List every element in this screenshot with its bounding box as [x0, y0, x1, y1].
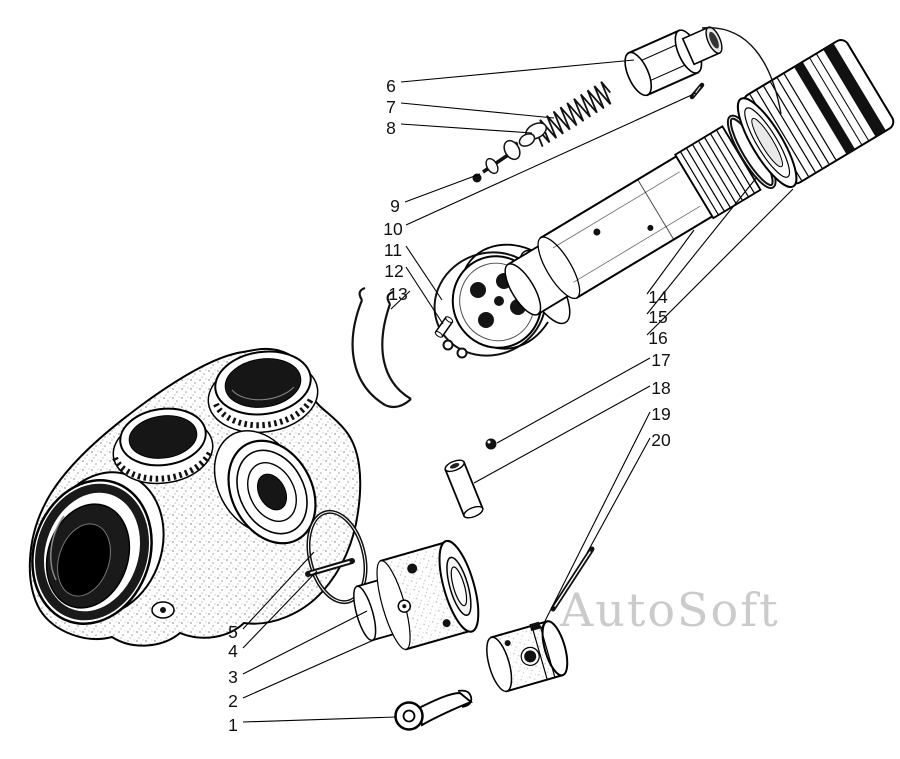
callout-15: 15 [648, 307, 667, 327]
callout-19: 19 [651, 404, 670, 424]
callout-7: 7 [386, 97, 396, 117]
callout-18: 18 [651, 378, 670, 398]
callout-9: 9 [390, 196, 400, 216]
callout-10: 10 [383, 219, 403, 239]
callout-20: 20 [651, 430, 671, 450]
callout-4: 4 [228, 641, 238, 661]
callout-2: 2 [228, 691, 238, 711]
callout-16: 16 [648, 328, 667, 348]
valve-stem [472, 139, 521, 183]
spring-washers [518, 122, 548, 147]
callout-14: 14 [648, 287, 668, 307]
leader-lines [242, 59, 794, 723]
guide-curve [701, 27, 782, 115]
port-upper-left [112, 407, 214, 485]
pin [305, 558, 355, 577]
port-top [207, 350, 319, 434]
rod [550, 546, 595, 612]
ball [485, 438, 497, 450]
callout-3: 3 [228, 667, 238, 687]
small-tube [444, 459, 484, 519]
end-cap [736, 39, 895, 188]
callout-8: 8 [386, 118, 396, 138]
callout-11: 11 [384, 240, 402, 260]
small-pin [434, 316, 454, 338]
port-right [213, 430, 317, 545]
o-ring [306, 509, 368, 605]
adapter-cylinder [353, 539, 480, 651]
callouts: 1 2 3 4 5 6 7 8 9 10 11 12 13 14 15 16 1… [228, 76, 671, 735]
key-lever [394, 689, 473, 731]
main-cylinder-assembly [504, 39, 895, 316]
coil-spring [532, 81, 612, 147]
hex-plug [624, 26, 723, 97]
tiny-pin [689, 82, 705, 100]
callout-6: 6 [386, 76, 396, 96]
slotted-cylinder [486, 620, 569, 693]
housing-casting [28, 347, 362, 647]
spring-clip [351, 286, 412, 409]
callout-5: 5 [228, 622, 238, 642]
watermark: AutoSoft [559, 583, 780, 637]
callout-1: 1 [228, 715, 238, 735]
callout-13: 13 [388, 284, 407, 304]
small-boss-hole [160, 607, 166, 613]
callout-17: 17 [651, 350, 670, 370]
port-left-large [31, 471, 165, 625]
callout-12: 12 [384, 261, 403, 281]
